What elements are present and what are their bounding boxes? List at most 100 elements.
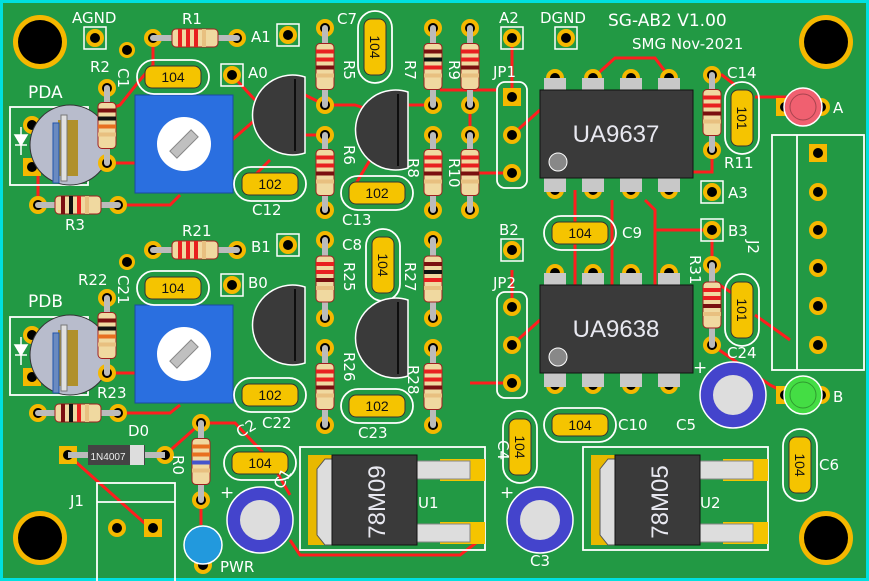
label-r2: R2: [90, 58, 110, 76]
resistor-body: [54, 403, 102, 423]
regulator-lead: [697, 460, 754, 480]
color-band: [703, 95, 721, 100]
capacitor-outline: [502, 410, 538, 484]
board-date: SMG Nov-2021: [632, 35, 743, 53]
color-band: [424, 171, 442, 176]
capacitor-c23: 102: [340, 388, 414, 424]
color-band: [98, 326, 116, 331]
resistor-body: [171, 240, 219, 260]
color-band: [98, 318, 116, 323]
capacitor-c5: +: [693, 358, 767, 429]
label-c10: C10: [618, 416, 648, 434]
photodiode-lead: [60, 114, 68, 182]
trimpot-slot: [169, 339, 199, 369]
label-r28: R28: [404, 365, 422, 395]
regulator-lead: [414, 523, 471, 543]
label-c7: C7: [337, 10, 357, 28]
label-a0: A0: [248, 64, 268, 82]
capacitor-outline: [543, 215, 617, 251]
color-band: [69, 196, 73, 214]
color-band: [316, 171, 334, 176]
board-title: SG-AB2 V1.00: [608, 11, 727, 31]
test-point-a1: [276, 23, 300, 47]
resistor-r1: [144, 28, 246, 48]
polarity-plus-icon: +: [220, 483, 234, 503]
color-band: [202, 241, 206, 259]
drill-hole: [507, 168, 517, 178]
color-band: [424, 262, 442, 266]
ic-pin: [620, 178, 642, 192]
to92-body: [354, 89, 409, 171]
drill-hole: [27, 372, 37, 382]
label-jp2: JP2: [492, 274, 516, 292]
regulator-lead: [414, 460, 471, 480]
label-a3: A3: [728, 184, 748, 202]
test-point-b2: [500, 238, 524, 262]
drill-hole: [813, 301, 823, 311]
pin1-marker: [548, 347, 568, 367]
drill-hole: [507, 378, 517, 388]
color-band: [461, 57, 479, 62]
resistor-body: [315, 363, 335, 410]
color-band: [424, 155, 442, 160]
capacitor-outline: [357, 10, 393, 84]
color-band: [316, 49, 334, 54]
to92-body: [251, 74, 306, 156]
capacitor-value: 102: [365, 185, 389, 201]
capacitor-value: 102: [365, 398, 389, 414]
capacitor-value: 104: [568, 225, 592, 241]
drill-hole: [90, 33, 100, 43]
drill-hole: [813, 263, 823, 273]
color-band: [424, 286, 442, 290]
color-band: [316, 377, 334, 382]
resistor-r25: [315, 231, 335, 327]
transistor-q4: [354, 297, 409, 379]
color-band: [192, 444, 210, 449]
capacitor-c22: 102: [233, 377, 307, 413]
color-band: [316, 369, 334, 374]
capacitor-body: [788, 436, 812, 494]
capacitor-value: 102: [258, 176, 282, 192]
drill-hole: [507, 302, 517, 312]
capacitor-outline: [223, 445, 297, 481]
mounting-hole-bl: [13, 511, 67, 565]
color-band: [461, 155, 479, 160]
resistor-body: [460, 149, 480, 196]
resistor-r21: [144, 240, 246, 260]
color-band: [316, 179, 334, 184]
color-band: [461, 171, 479, 176]
capacitor-body: [363, 18, 387, 76]
resistor-r11: [702, 66, 722, 159]
label-b0: B0: [248, 274, 268, 292]
drill-hole: [813, 148, 823, 158]
color-band: [77, 196, 81, 214]
capacitor-c8: 104: [365, 228, 401, 302]
color-band: [178, 29, 182, 47]
mounting-hole: [18, 516, 62, 560]
capacitor-body: [348, 181, 406, 205]
header-jp2: [496, 291, 528, 399]
capacitor-value: 104: [367, 35, 383, 59]
capacitor-value: 104: [161, 69, 185, 85]
ic-part-number: UA9638: [573, 316, 660, 343]
connector-j1: [96, 482, 176, 581]
ic-pin: [658, 78, 680, 92]
color-band: [424, 49, 442, 54]
color-band: [424, 377, 442, 382]
capacitor-body: [241, 172, 299, 196]
capacitor-outline: [340, 388, 414, 424]
capacitor-value: 104: [248, 455, 272, 471]
led-lens: [783, 375, 823, 415]
color-band: [69, 404, 73, 422]
capacitor-value: 101: [734, 106, 750, 130]
capacitor-c7: 104: [357, 10, 393, 84]
regulator-outline: [299, 446, 486, 551]
connector-outline: [96, 482, 176, 581]
color-band: [316, 73, 334, 78]
capacitor-body: [241, 383, 299, 407]
trimpot-b: [134, 304, 234, 404]
electrolytic-top: [520, 500, 560, 540]
capacitor-outline: [724, 273, 760, 347]
pin1-marker: [548, 152, 568, 172]
ic-pin: [620, 78, 642, 92]
